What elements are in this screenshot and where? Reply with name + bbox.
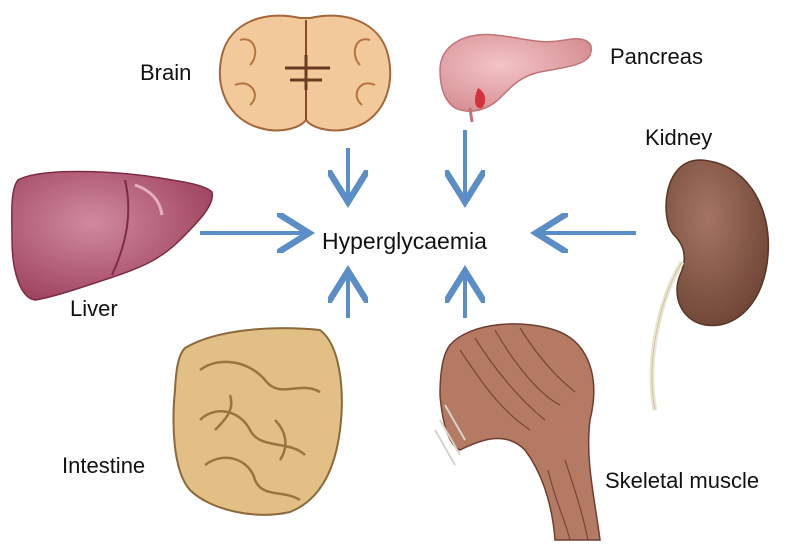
skeletal-muscle-label: Skeletal muscle bbox=[605, 468, 759, 494]
kidney-illustration bbox=[652, 160, 768, 410]
brain-label: Brain bbox=[140, 60, 191, 86]
brain-illustration bbox=[220, 16, 390, 131]
pancreas-illustration bbox=[440, 35, 591, 122]
hyperglycaemia-label: Hyperglycaemia bbox=[322, 228, 487, 255]
skeletal-muscle-illustration bbox=[435, 324, 600, 540]
intestine-illustration bbox=[174, 328, 342, 515]
intestine-label: Intestine bbox=[62, 453, 145, 479]
liver-label: Liver bbox=[70, 296, 118, 322]
liver-illustration bbox=[12, 172, 213, 301]
kidney-label: Kidney bbox=[645, 125, 712, 151]
pancreas-label: Pancreas bbox=[610, 44, 703, 70]
